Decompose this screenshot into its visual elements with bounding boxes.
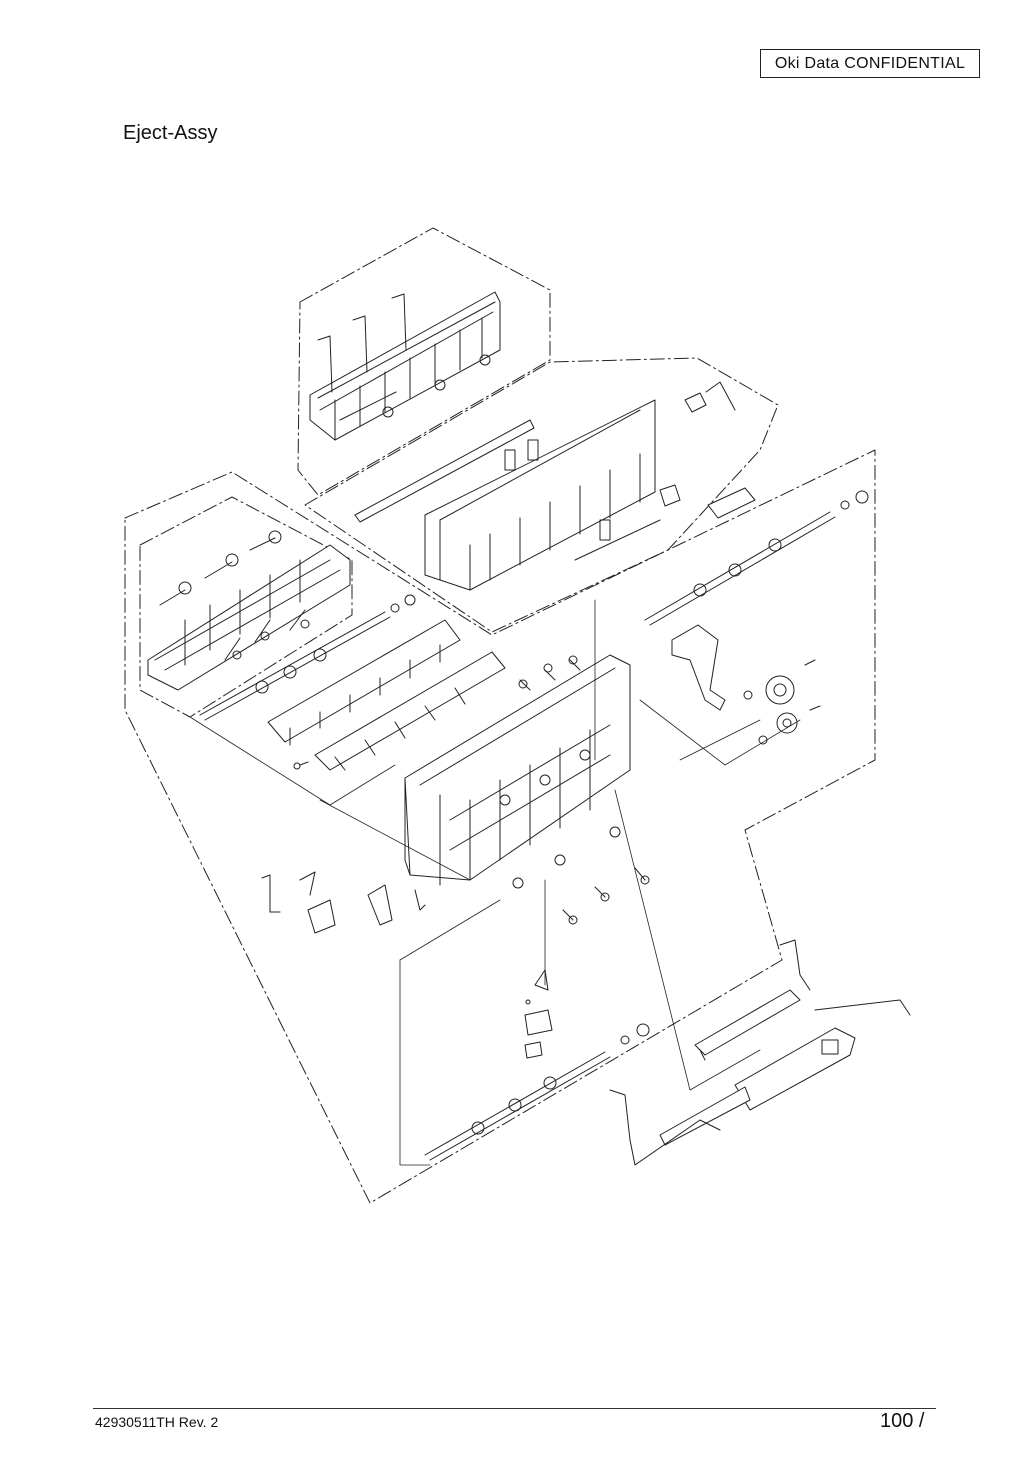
group-outline-left-main	[124, 449, 876, 1204]
sensor-levers	[524, 969, 553, 1059]
document-number: 42930511TH Rev. 2	[95, 1414, 219, 1430]
top-guide-assembly	[309, 291, 501, 441]
shafts	[199, 490, 869, 1161]
group-outline-top-guide	[297, 227, 551, 496]
side-plate-and-gears	[671, 624, 821, 745]
page-number: 100 /	[880, 1410, 925, 1432]
confidential-label: Oki Data CONFIDENTIAL	[760, 49, 980, 78]
small-springs	[512, 826, 650, 925]
upper-frame-assembly	[354, 381, 756, 591]
group-outline-left-rollers	[139, 496, 353, 718]
main-chassis	[404, 654, 631, 886]
leader-lines	[189, 599, 801, 1166]
left-roller-assembly	[147, 530, 351, 691]
page-title: Eject-Assy	[123, 122, 218, 144]
paper-guides	[267, 619, 506, 771]
footer-rule	[93, 1408, 936, 1409]
lower-right-assembly	[609, 939, 911, 1166]
group-outline-upper-frame	[304, 357, 779, 633]
lower-left-parts	[261, 761, 426, 934]
